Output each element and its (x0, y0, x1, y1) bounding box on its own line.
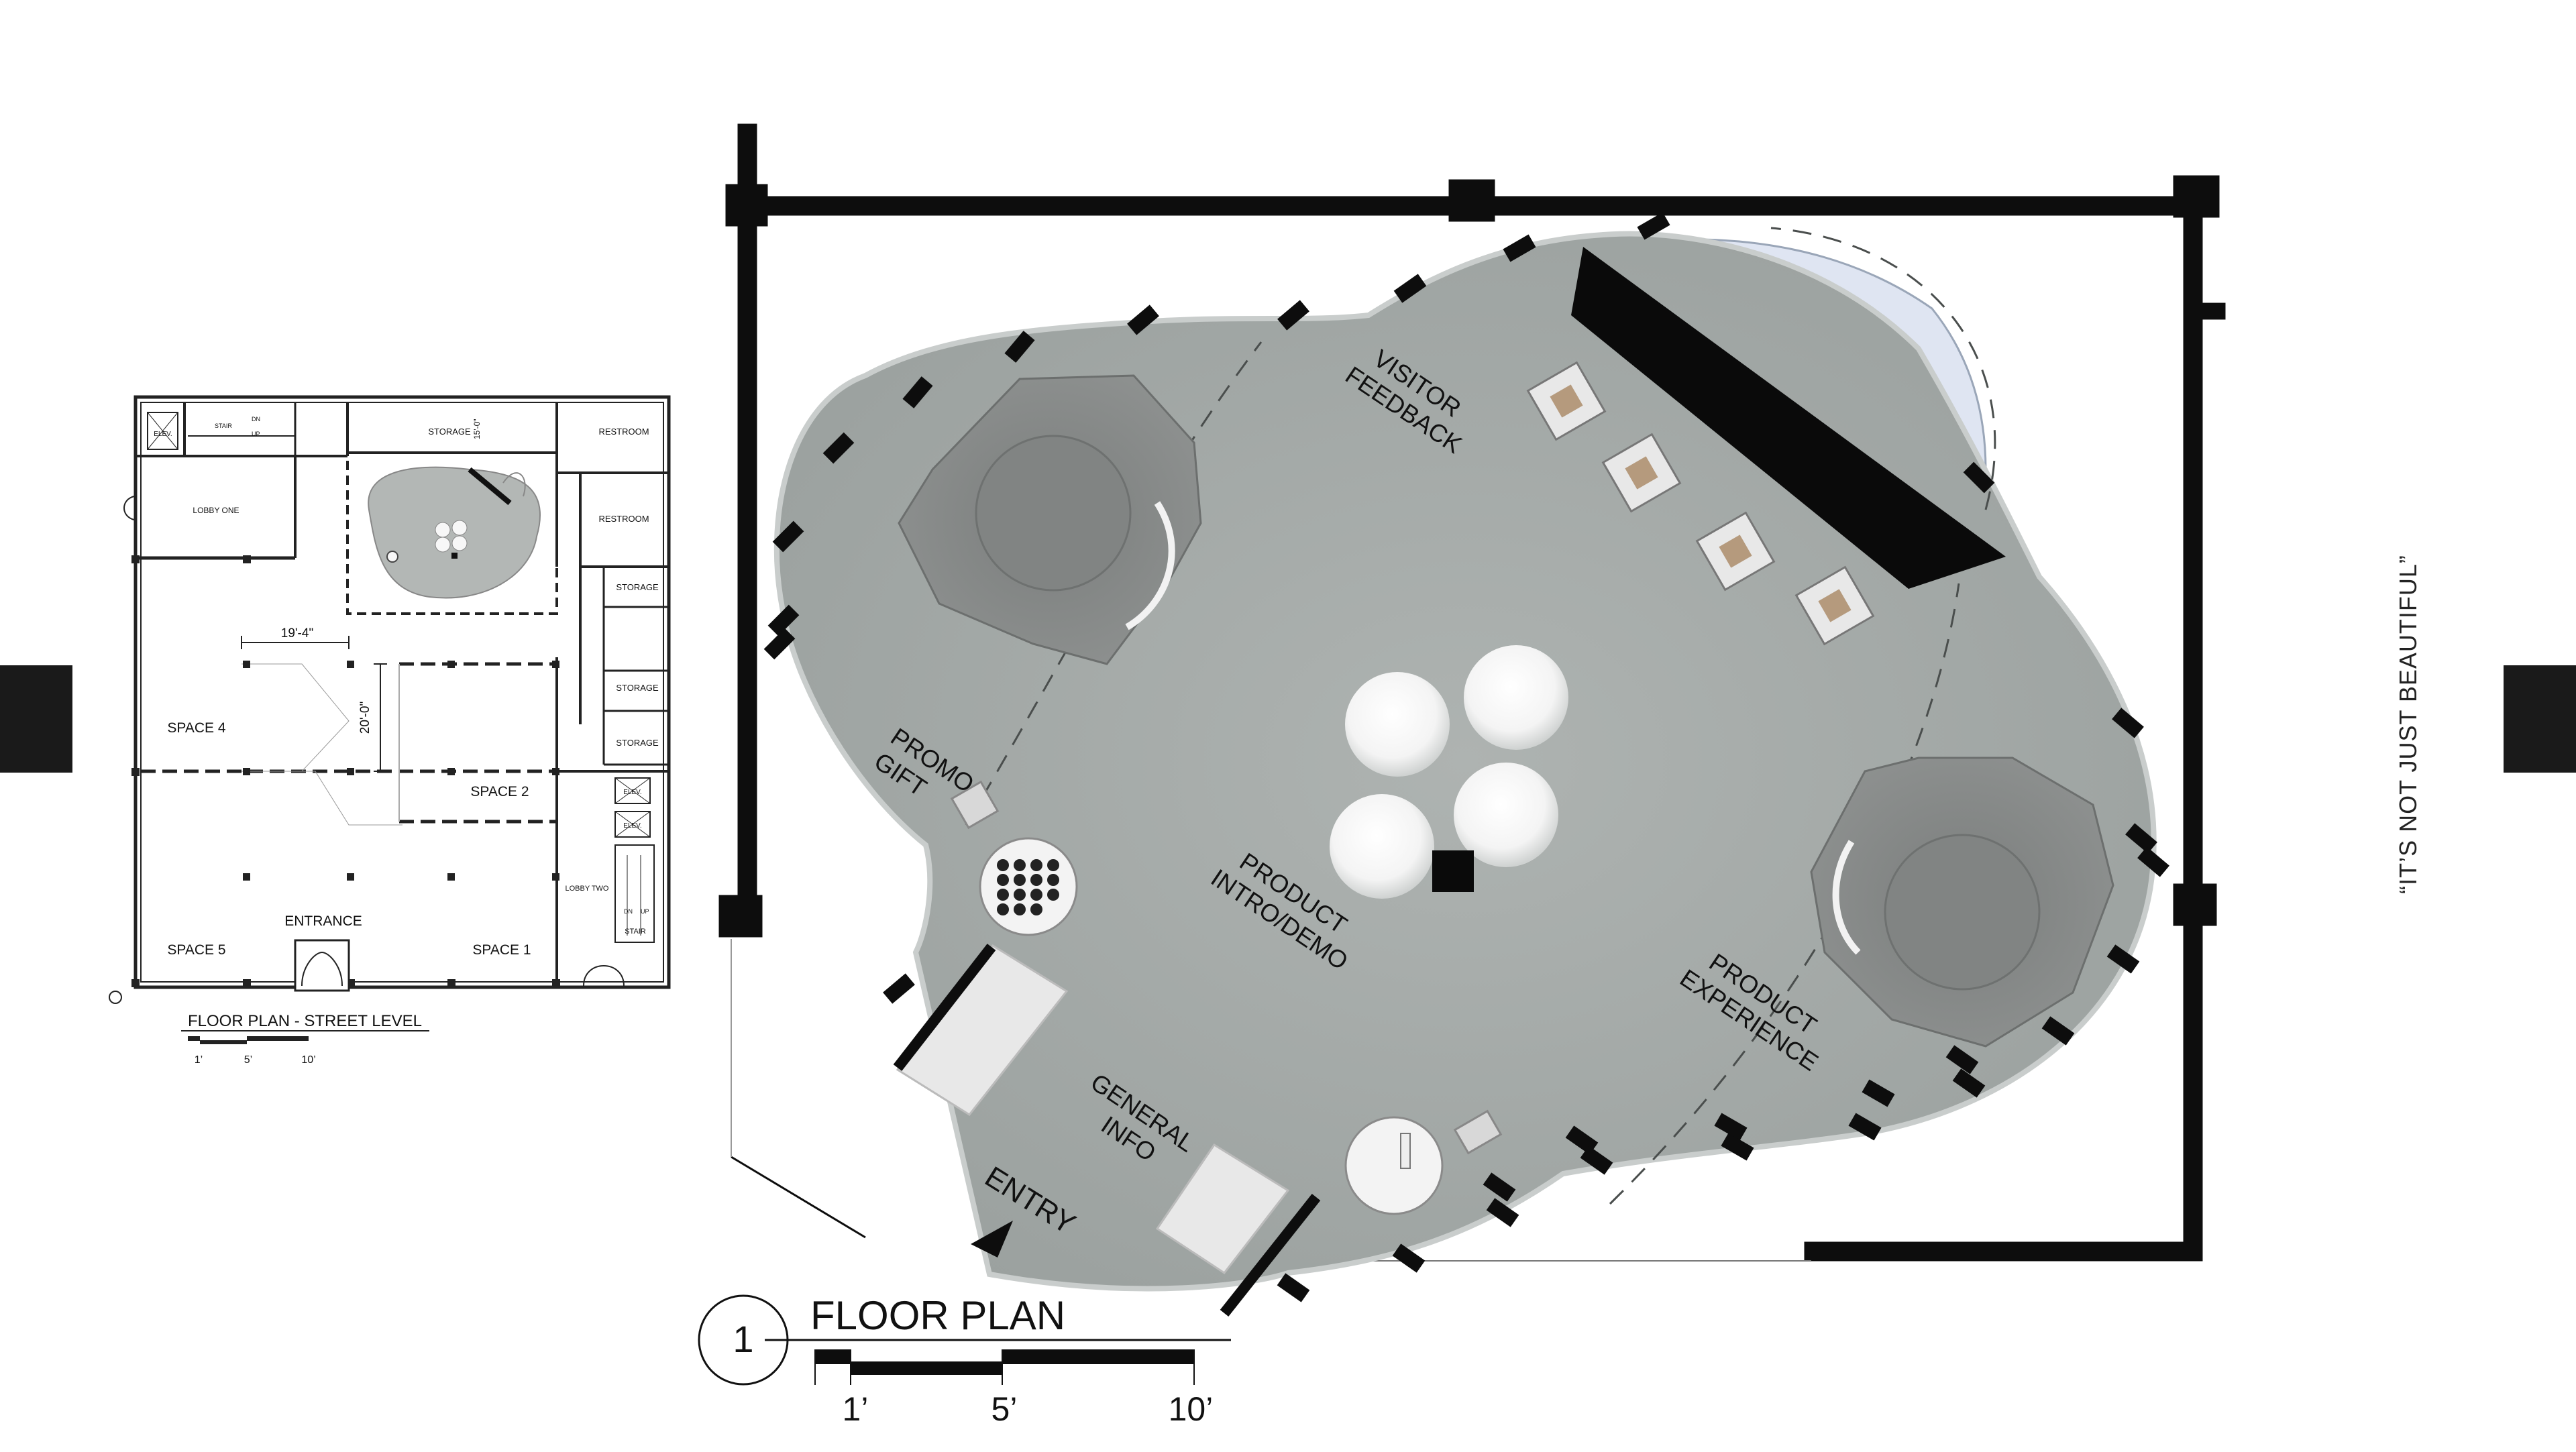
svg-text:UP: UP (252, 431, 260, 437)
product-pod-right (1810, 757, 2114, 1048)
scale-label-1: 1’ (843, 1390, 869, 1428)
svg-text:UP: UP (641, 908, 649, 915)
svg-text:20'-0": 20'-0" (358, 702, 372, 734)
side-quote-text: “IT’S NOT JUST BEAUTIFUL” (2394, 555, 2422, 894)
promo-table (950, 780, 1078, 936)
entry-arrow-icon (971, 1221, 1013, 1258)
svg-text:ELEV.: ELEV. (623, 789, 641, 796)
svg-text:5’: 5’ (244, 1054, 252, 1066)
svg-text:1’: 1’ (195, 1054, 203, 1066)
street-level-labels: ELEV. STAIR DN UP STORAGE 15'-0" RESTROO… (154, 416, 659, 1066)
scale-label-5: 5’ (991, 1390, 1018, 1428)
svg-text:SPACE 1: SPACE 1 (472, 942, 531, 958)
main-floor-plan: VISITOR FEEDBACK PROMO GIFT PRODUCT INTR… (698, 123, 2226, 1428)
svg-text:STAIR: STAIR (625, 928, 646, 936)
plan-title-block: 1 FLOOR PLAN 1’ 5’ 10’ (698, 1293, 1231, 1428)
street-plan-title: FLOOR PLAN - STREET LEVEL (188, 1012, 422, 1030)
svg-text:SPACE 2: SPACE 2 (470, 784, 529, 799)
svg-text:STAIR: STAIR (215, 423, 232, 429)
svg-text:DN: DN (252, 416, 260, 423)
info-counters (893, 944, 1503, 1317)
plan-title: FLOOR PLAN (810, 1293, 1065, 1338)
product-pod-left (898, 374, 1202, 665)
svg-text:19'-4": 19'-4" (281, 626, 313, 640)
perimeter-brackets (763, 212, 2169, 1302)
svg-text:SPACE 4: SPACE 4 (167, 720, 225, 736)
feedback-kiosks (1526, 361, 1875, 646)
svg-text:RESTROOM: RESTROOM (598, 514, 649, 524)
svg-text:STORAGE: STORAGE (428, 427, 471, 437)
scale-bar: 1’ 5’ 10’ (814, 1349, 1214, 1428)
svg-text:STORAGE: STORAGE (616, 683, 659, 693)
svg-text:10’: 10’ (301, 1054, 315, 1066)
svg-text:SPACE 5: SPACE 5 (167, 942, 225, 958)
svg-text:ELEV.: ELEV. (154, 431, 172, 438)
svg-text:ENTRANCE: ENTRANCE (284, 913, 362, 929)
scale-label-10: 10’ (1169, 1390, 1214, 1428)
svg-text:15'-0": 15'-0" (472, 418, 482, 439)
stools (1330, 645, 1568, 899)
svg-text:DN: DN (624, 908, 633, 915)
svg-text:ELEV.: ELEV. (623, 822, 641, 830)
street-level-plan (109, 395, 671, 1044)
svg-text:STORAGE: STORAGE (616, 582, 659, 592)
svg-text:RESTROOM: RESTROOM (598, 427, 649, 437)
previous-slide-tab[interactable] (0, 665, 72, 773)
display-screen (1571, 247, 2006, 589)
plan-number: 1 (733, 1318, 753, 1360)
svg-text:LOBBY TWO: LOBBY TWO (565, 885, 608, 893)
svg-text:LOBBY ONE: LOBBY ONE (193, 506, 239, 515)
structural-walls (718, 123, 2226, 1262)
svg-text:STORAGE: STORAGE (616, 738, 659, 748)
next-slide-tab[interactable] (2504, 665, 2576, 773)
